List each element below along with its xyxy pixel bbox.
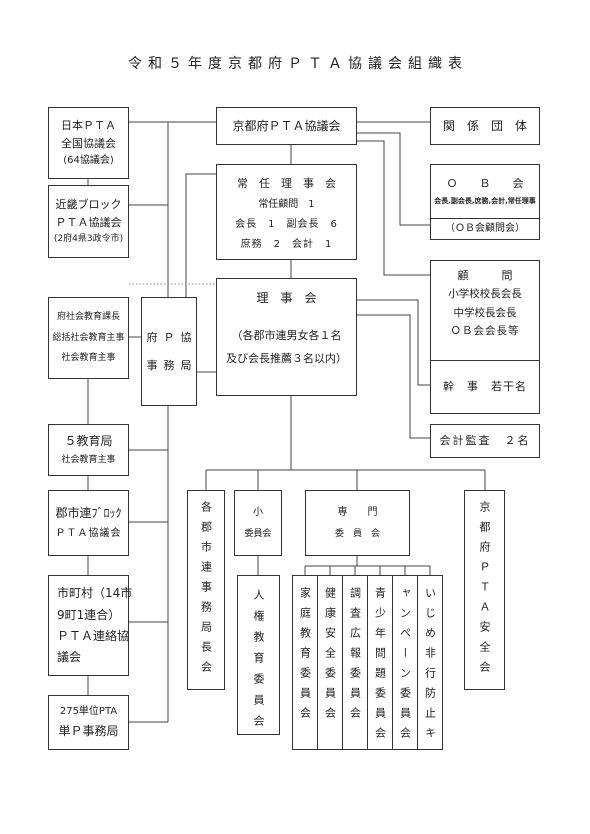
komon-line: ＯＢ会会長等 xyxy=(450,325,520,338)
ob-kai-title: Ｏ Ｂ 会 xyxy=(446,177,524,191)
connector-line xyxy=(185,173,216,297)
senmon-committee-label: 青少年問題委員会 xyxy=(373,587,387,747)
senmon-iinkai-box: 専 門 委 員 会 xyxy=(305,490,410,556)
jonin-rijikai-line: 会長 1 副会長 6 xyxy=(235,219,338,231)
tanni-pta-box: 275単位PTA 単Ｐ事務局 xyxy=(48,695,129,750)
shichoson-line: 9町1連合） xyxy=(57,607,121,622)
kinki-block-box: 近畿ブロック ＰＴＡ協議会 (2府4県3政令市) xyxy=(48,185,129,258)
kanji-label: 幹 事 若干名 xyxy=(443,380,527,394)
nihon-pta-line: 日本ＰＴＡ xyxy=(61,118,116,132)
chart-title: 令和５年度京都府ＰＴＡ協議会組織表 xyxy=(128,56,468,72)
senmon-committee-label: 健康安全委員会 xyxy=(323,587,337,727)
kenko-anzen-iinkai-box: 健康安全委員会 xyxy=(317,575,343,750)
nihon-pta-line: 全国協議会 xyxy=(61,137,116,150)
jonin-rijikai-box: 常 任 理 事 会 常任顧問 1 会長 1 副会長 6 庶務 2 会計 1 xyxy=(216,164,357,260)
shichoson-line: 市町村（14市 xyxy=(57,586,133,601)
kankei-dantai-box: 関 係 団 体 xyxy=(430,107,540,145)
connector-line xyxy=(357,314,430,439)
senmon-committee-label: いじめ非行防止キ xyxy=(423,587,437,747)
jonin-rijikai-title: 常 任 理 事 会 xyxy=(237,177,336,190)
ob-kai-members: 会長,副会長,庶務,会計,常任理事 xyxy=(434,197,536,206)
connector-line xyxy=(357,140,430,276)
katei-kyoiku-iinkai-box: 家庭教育委員会 xyxy=(292,575,318,750)
jinken-kyoiku-iinkai-box: 人権教育委員会 xyxy=(237,575,280,736)
fup-jimukyoku-line: 府Ｐ協 xyxy=(146,331,198,345)
kyoto-pta-label: 京都府ＰＴＡ協議会 xyxy=(232,118,341,133)
chosa-koho-iinkai-box: 調査広報委員会 xyxy=(342,575,368,750)
komon-line: 小学校校長会長 xyxy=(448,288,522,301)
anzenkai-box: 京都府ＰＴＡ安全会 xyxy=(464,490,505,690)
komon-box: 顧 問 小学校校長会長 中学校長会長 ＯＢ会会長等 xyxy=(430,260,540,361)
tanni-pta-line: 275単位PTA xyxy=(59,706,118,718)
campaign-iinkai-box-part1: いじめ非行防止キ xyxy=(417,575,443,750)
gunshiren-block-line: 郡市連ﾌﾞﾛｯｸ xyxy=(55,505,122,520)
sho-iinkai-line: 委員会 xyxy=(244,528,272,539)
kinki-block-line: ＰＴＡ協議会 xyxy=(55,216,122,230)
fu-shakai-kyoiku-line: 社会教育主事 xyxy=(61,353,116,364)
seishonen-mondai-iinkai-box: 青少年問題委員会 xyxy=(367,575,393,750)
campaign-iinkai-box-part2: ャンペーン委員会 xyxy=(392,575,418,750)
jonin-rijikai-line: 常任顧問 1 xyxy=(258,199,315,211)
komon-line: 中学校長会長 xyxy=(453,306,517,319)
senmon-iinkai-line: 専 門 xyxy=(337,506,378,518)
shichoson-line: ＰＴＡ連絡協 xyxy=(57,629,130,643)
komon-title: 顧 問 xyxy=(457,269,513,282)
fu-shakai-kyoiku-line: 府社会教育課長 xyxy=(56,311,120,322)
jimukyokucho-kai-label: 各郡市連事務局長会 xyxy=(199,501,213,681)
kinki-block-line: (2府4県3政令市) xyxy=(53,234,124,245)
go-kyoikukyoku-line: ５教育局 xyxy=(64,434,113,449)
rijikai-line: （各郡市連男女各１名 xyxy=(231,329,342,343)
tanni-pta-line: 単Ｐ事務局 xyxy=(58,724,119,739)
kyoto-pta-box: 京都府ＰＴＡ協議会 xyxy=(216,107,357,145)
sho-iinkai-line: 小 xyxy=(253,506,263,518)
senmon-iinkai-line: 委 員 会 xyxy=(334,528,380,539)
kaikei-kansa-box: 会計監査 ２名 xyxy=(430,424,540,458)
ob-kai-advisors-section: （ＯＢ会顧問会） xyxy=(431,218,539,239)
ob-kai-box: Ｏ Ｂ 会 会長,副会長,庶務,会計,常任理事 （ＯＢ会顧問会） xyxy=(430,164,540,240)
jinken-kyoiku-iinkai-label: 人権教育委員会 xyxy=(252,589,265,736)
gunshiren-block-line: ＰＴＡ協議会 xyxy=(55,528,122,540)
rijikai-box: 理 事 会 （各郡市連男女各１名 及び会長推薦３名以内） xyxy=(216,278,357,396)
fu-shakai-kyoiku-box: 府社会教育課長 総括社会教育主事 社会教育主事 xyxy=(48,297,129,379)
go-kyoikukyoku-line: 社会教育主事 xyxy=(61,454,116,465)
senmon-committee-label: ャンペーン委員会 xyxy=(398,587,412,747)
fu-shakai-kyoiku-line: 総括社会教育主事 xyxy=(52,332,125,343)
sho-iinkai-box: 小 委員会 xyxy=(234,490,282,556)
fup-jimukyoku-box: 府Ｐ協 事務局 xyxy=(141,297,197,406)
rijikai-title: 理 事 会 xyxy=(256,291,317,305)
jimukyokucho-kai-box: 各郡市連事務局長会 xyxy=(187,490,225,690)
nihon-pta-line: (64協議会) xyxy=(63,155,114,167)
senmon-committee-label: 調査広報委員会 xyxy=(348,587,362,727)
kanji-box: 幹 事 若干名 xyxy=(430,360,540,414)
kaikei-kansa-label: 会計監査 ２名 xyxy=(439,434,531,448)
kankei-dantai-label: 関 係 団 体 xyxy=(442,118,527,133)
ob-kai-advisors: （ＯＢ会顧問会） xyxy=(445,223,525,234)
nihon-pta-box: 日本ＰＴＡ 全国協議会 (64協議会) xyxy=(48,107,129,179)
ob-kai-header: Ｏ Ｂ 会 会長,副会長,庶務,会計,常任理事 xyxy=(431,165,539,218)
shichoson-line: 議会 xyxy=(57,650,82,665)
senmon-committee-label: 家庭教育委員会 xyxy=(298,587,312,727)
anzenkai-label: 京都府ＰＴＡ安全会 xyxy=(478,501,491,681)
shichoson-box: 市町村（14市 9町1連合） ＰＴＡ連絡協 議会 xyxy=(48,575,133,676)
go-kyoikukyoku-box: ５教育局 社会教育主事 xyxy=(48,424,129,476)
kinki-block-line: 近畿ブロック xyxy=(55,197,122,211)
fup-jimukyoku-line: 事務局 xyxy=(146,358,198,372)
connector-line xyxy=(357,132,430,226)
gunshiren-block-box: 郡市連ﾌﾞﾛｯｸ ＰＴＡ協議会 xyxy=(48,490,129,556)
connector-line xyxy=(357,299,430,386)
rijikai-line: 及び会長推薦３名以内） xyxy=(226,351,347,365)
jonin-rijikai-line: 庶務 2 会計 1 xyxy=(240,239,333,251)
